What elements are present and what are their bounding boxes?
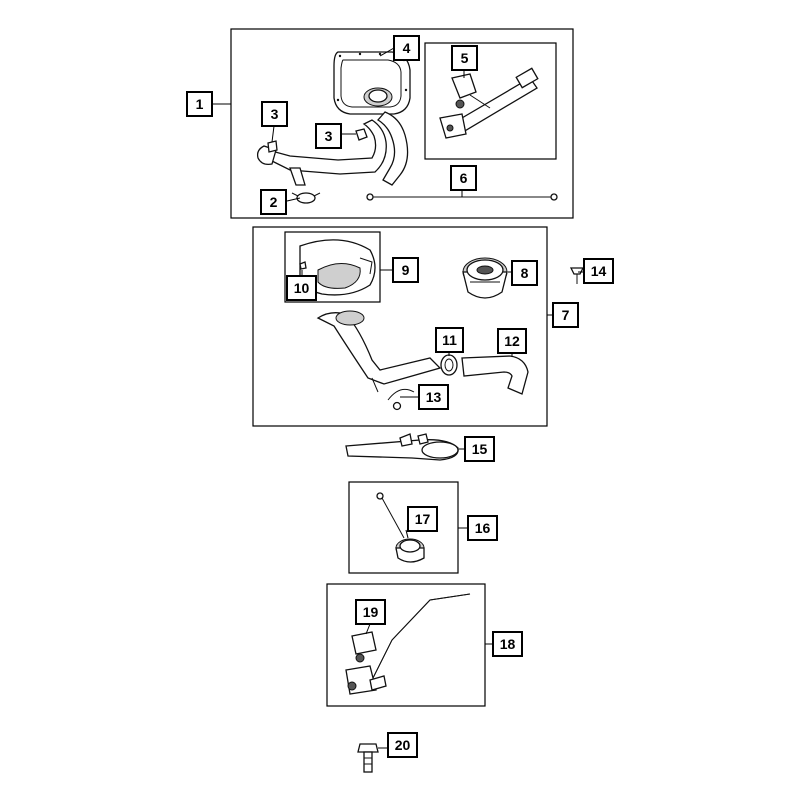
pin-clip-part [569,267,585,284]
bolt-part [357,743,379,773]
svg-text:16: 16 [475,520,491,536]
svg-text:9: 9 [402,262,410,278]
svg-text:20: 20 [395,737,411,753]
callout-12: 12 [497,328,527,354]
clamp-part [291,192,321,204]
callout-3-upper: 3 [261,101,288,127]
svg-text:7: 7 [562,307,570,323]
tether-part [387,388,415,411]
callout-20: 20 [387,732,418,758]
svg-text:2: 2 [270,194,278,210]
filler-tube-part [256,111,409,186]
filler-housing-part [333,51,411,115]
svg-text:8: 8 [521,265,529,281]
filler-hose-assembly-part [345,433,459,461]
callout-17: 17 [407,506,438,532]
callout-3-lower: 3 [315,123,342,149]
svg-text:19: 19 [363,604,379,620]
callout-14: 14 [583,258,614,284]
svg-text:3: 3 [325,128,333,144]
group-1-frame [230,28,574,219]
svg-text:11: 11 [442,332,457,348]
clip-part [267,140,278,153]
svg-text:12: 12 [504,333,520,349]
fuel-door-housing-part [299,239,376,296]
group-5-subframe [424,42,557,160]
group-18-frame [326,583,486,707]
callout-7: 7 [552,302,579,328]
svg-text:17: 17 [415,511,431,527]
callout-2: 2 [260,189,287,215]
screw-part [299,261,307,270]
callout-4: 4 [393,35,420,61]
filler-neck-part [462,257,508,299]
callout-19: 19 [355,599,386,625]
fuel-cap-part [376,492,425,563]
svg-text:18: 18 [500,636,516,652]
svg-text:4: 4 [403,40,411,56]
svg-text:14: 14 [591,263,607,279]
callout-9: 9 [392,257,419,283]
callout-1: 1 [186,91,213,117]
callout-13: 13 [418,384,449,410]
svg-text:1: 1 [196,96,204,112]
svg-text:3: 3 [271,106,279,122]
callout-16: 16 [467,515,498,541]
valve-tube-part [439,67,539,139]
callout-18: 18 [492,631,523,657]
filler-pipe-part [316,310,442,393]
callout-6: 6 [450,165,477,191]
svg-text:5: 5 [461,50,469,66]
callout-5: 5 [451,45,478,71]
hose-clamp-part [440,354,458,376]
vent-tube-part [371,593,471,681]
svg-text:15: 15 [472,441,488,457]
svg-text:6: 6 [460,170,468,186]
filler-hose-part [461,355,529,395]
callout-10: 10 [286,275,317,301]
svg-text:10: 10 [294,280,310,296]
vent-valve-part [345,631,387,695]
group-9-subframe [284,231,381,303]
clip-part [355,128,368,141]
callout-15: 15 [464,436,495,462]
svg-text:13: 13 [426,389,442,405]
callout-11: 11 [435,327,464,353]
callout-8: 8 [511,260,538,286]
group-7-frame [252,226,548,427]
